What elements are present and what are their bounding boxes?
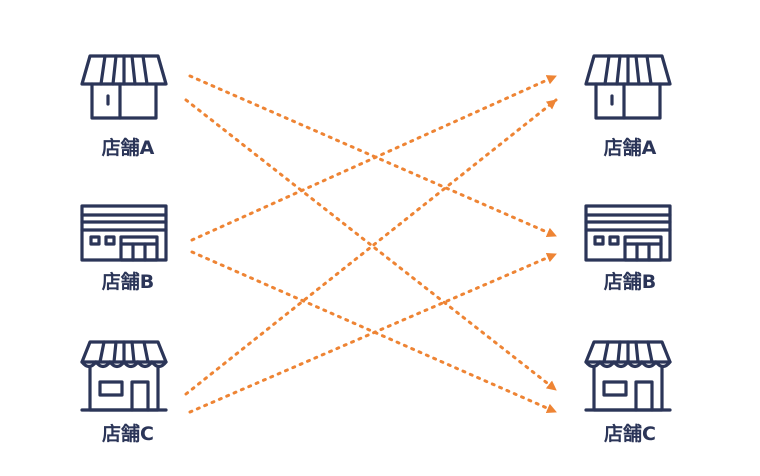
store-scalloped-awning-icon: [80, 340, 168, 412]
store-awning-icon: [80, 54, 168, 120]
store-right-b: [584, 204, 672, 262]
arrow-c-to-b: [188, 252, 558, 414]
store-label-right-b: 店舗B: [604, 270, 656, 293]
store-label-left-b: 店舗B: [102, 270, 154, 293]
store-label-right-a: 店舗A: [604, 136, 657, 159]
store-left-a: [80, 54, 168, 120]
connection-arrows: [184, 74, 558, 414]
store-label-right-c: 店舗C: [604, 422, 656, 445]
store-awning-icon: [584, 54, 672, 120]
store-left-b: [80, 204, 168, 262]
store-left-c: [80, 340, 168, 412]
arrow-c-to-a: [184, 98, 558, 396]
arrow-a-to-b: [188, 74, 558, 238]
store-right-c: [584, 340, 672, 412]
store-scalloped-awning-icon: [584, 340, 672, 412]
arrow-b-to-a: [190, 74, 558, 242]
store-flat-roof-icon: [584, 204, 672, 262]
store-label-left-c: 店舗C: [102, 422, 154, 445]
arrow-a-to-c: [184, 98, 558, 392]
store-flat-roof-icon: [80, 204, 168, 262]
store-right-a: [584, 54, 672, 120]
store-label-left-a: 店舗A: [102, 136, 155, 159]
